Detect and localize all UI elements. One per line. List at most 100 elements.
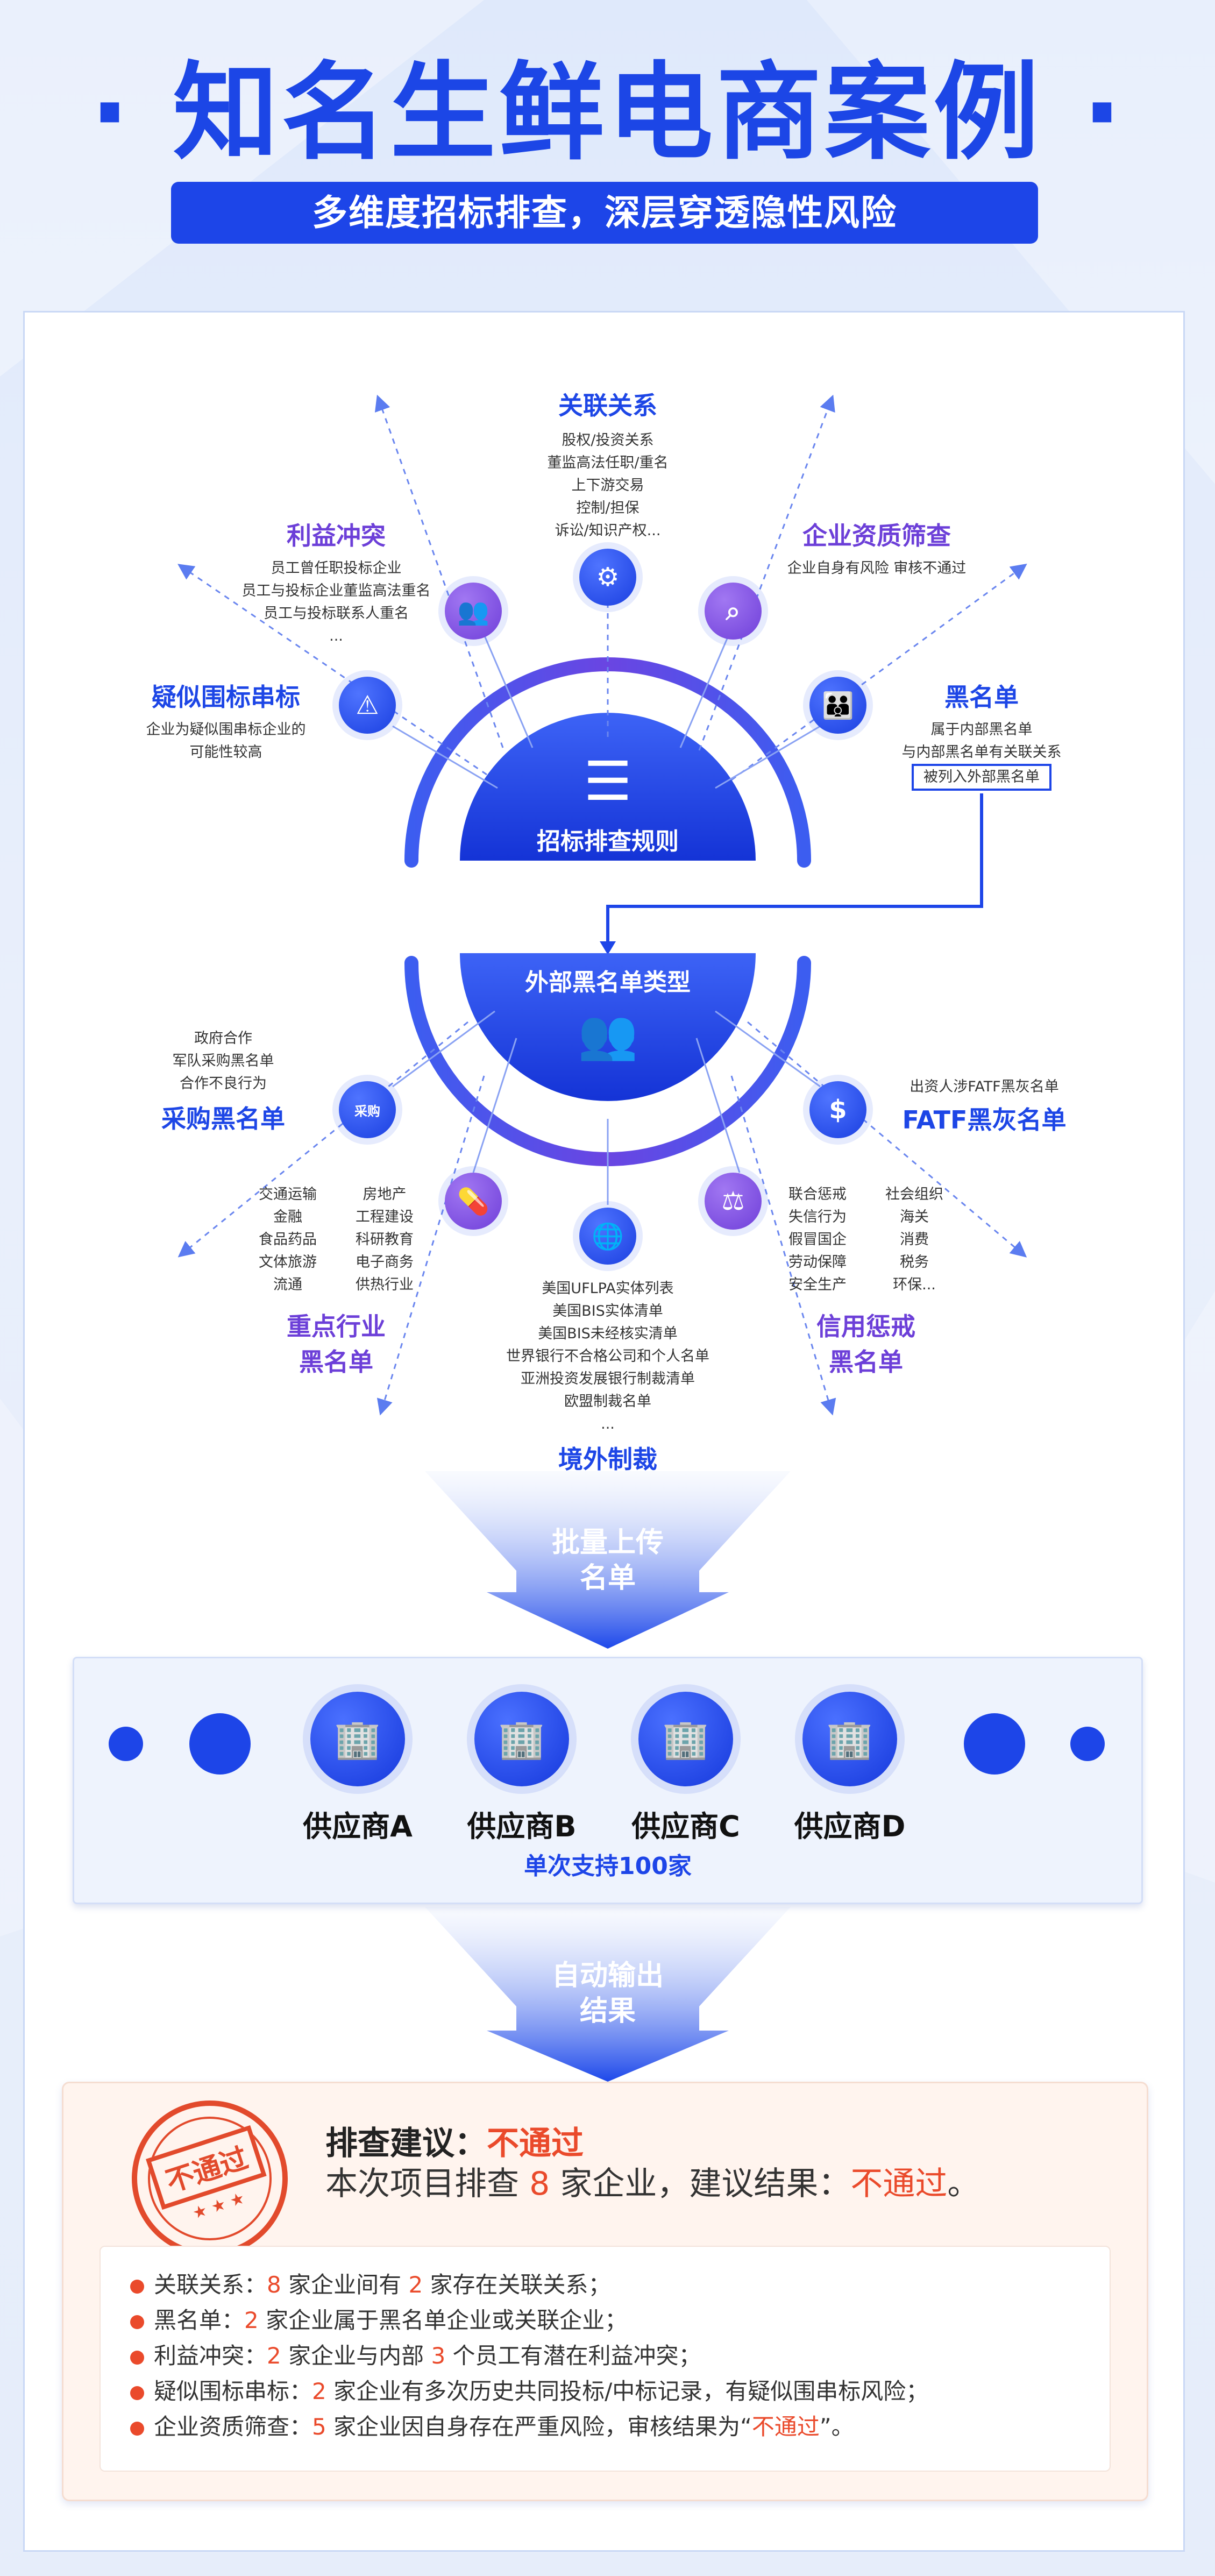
summary-count: 8 (529, 2165, 550, 2203)
ext-xinyong: 联合惩戒 失信行为 假冒国企 劳动保障 安全生产 社会组织 海关 消费 税务 环… (775, 1183, 957, 1378)
building-icon: 🏢 (474, 1692, 569, 1786)
ext-zhongdian-item: 金融 (273, 1209, 302, 1225)
bullet-dot-icon (130, 2421, 144, 2436)
bullet-text: 家企业属于黑名单企业或关联企业； (258, 2307, 628, 2333)
rules-center-label: 招标排查规则 (537, 828, 679, 855)
supplier-label: 供应商D (794, 1809, 906, 1843)
bullet-number: 2 (244, 2307, 259, 2333)
bullet-number: 不通过 (751, 2414, 820, 2440)
network-icon: ⚙ (579, 549, 636, 606)
supplier-label: 供应商A (303, 1809, 413, 1843)
result-bullet: 利益冲突：2 家企业与内部 3 个员工有潜在利益冲突； (130, 2338, 1080, 2374)
money-icon: $ (809, 1081, 866, 1138)
rule-heimingdan-line: 属于内部黑名单 (930, 721, 1033, 738)
external-center-label: 外部黑名单类型 (525, 969, 691, 996)
summary-text: 本次项目排查 (325, 2165, 530, 2203)
result-bullet: 黑名单：2 家企业属于黑名单企业或关联企业； (130, 2303, 1080, 2338)
ext-xinyong-item: 安全生产 (788, 1276, 847, 1293)
summary-text: 。 (947, 2165, 980, 2203)
result-title: 排查建议：不通过 (325, 2122, 1132, 2165)
warning-icon: ⚠ (339, 677, 396, 734)
supplier-label: 供应商C (631, 1809, 740, 1843)
bullet-text: 家存在关联关系； (423, 2272, 611, 2298)
gavel-icon: ⚖ (705, 1173, 762, 1230)
rule-zizhi-title: 企业资质筛查 (802, 521, 951, 550)
rule-guanlian-line: 上下游交易 (571, 477, 644, 494)
rule-yisi-title: 疑似围标串标 (152, 683, 300, 712)
ext-zhongdian-item: 食品药品 (259, 1231, 317, 1248)
bullet-dot-icon (130, 2279, 144, 2294)
page-title: · 知名生鲜电商案例 · (89, 52, 1126, 174)
ext-zhongdian-item: 交通运输 (259, 1186, 317, 1203)
rule-guanlian-line: 诉讼/知识产权... (555, 522, 661, 539)
rule-heimingdan-line: 与内部黑名单有关联关系 (901, 744, 1062, 761)
bullet-dot-icon (130, 2315, 144, 2329)
pill-icon: 💊 (445, 1173, 502, 1230)
ext-xinyong-item: 海关 (900, 1209, 929, 1225)
supplier-note: 单次支持100家 (473, 1850, 742, 1883)
upload-arrow-label: 批量上传 名单 (500, 1525, 715, 1596)
ext-fatf-line: 出资人涉FATF黑灰名单 (910, 1078, 1059, 1095)
bullet-text: 家企业间有 (281, 2272, 409, 2298)
result-title-value: 不通过 (487, 2125, 584, 2162)
ext-jingwai-title: 境外制裁 (558, 1445, 657, 1474)
ext-xinyong-item: 环保... (893, 1276, 936, 1293)
ext-zhongdian-item: 工程建设 (356, 1209, 414, 1225)
output-arrow-label: 自动输出 结果 (500, 1958, 715, 2029)
ext-jingwai-line: 世界银行不合格公司和个人名单 (506, 1348, 709, 1365)
bullet-text: ”。 (819, 2414, 854, 2440)
ext-zhongdian-item: 文体旅游 (259, 1254, 317, 1271)
ext-zhongdian-item: 电子商务 (356, 1254, 414, 1271)
ext-jingwai-line: 美国BIS实体清单 (552, 1303, 663, 1319)
result-bullet: 疑似围标串标：2 家企业有多次历史共同投标/中标记录，有疑似围串标风险； (130, 2374, 1080, 2409)
rule-guanlian-line: 股权/投资关系 (562, 432, 654, 449)
ext-jingwai-line: 欧盟制裁名单 (564, 1393, 651, 1410)
result-summary: 本次项目排查 8 家企业，建议结果：不通过。 (325, 2162, 1132, 2205)
ext-caigou-line: 合作不良行为 (180, 1075, 267, 1092)
bullet-text: 家企业因自身存在严重风险，审核结果为“ (326, 2414, 752, 2440)
bullet-text: 个员工有潜在利益冲突； (445, 2343, 701, 2369)
globe-icon: 🌐 (579, 1208, 636, 1265)
output-label-line: 自动输出 (551, 1960, 664, 1992)
rule-guanlian-title: 关联关系 (558, 391, 657, 420)
bullet-number: 2 (408, 2272, 423, 2298)
bullet-text: 利益冲突： (154, 2343, 267, 2369)
rule-heimingdan: 黑名单 属于内部黑名单 与内部黑名单有关联关系 被列入外部黑名单 (882, 678, 1081, 791)
upload-label-line: 名单 (579, 1562, 636, 1594)
bullet-text: 疑似围标串标： (154, 2378, 312, 2404)
ext-zhongdian-title: 重点行业 (287, 1312, 386, 1341)
supplier-item: 🏢 供应商D (785, 1692, 914, 1845)
summary-text: 家企业，建议结果： (550, 2165, 851, 2203)
rule-liyi: 利益冲突 员工曾任职投标企业 员工与投标企业董监高法重名 员工与投标联系人重名 … (215, 516, 457, 648)
ext-xinyong-item: 消费 (900, 1231, 929, 1248)
result-bullet: 企业资质筛查：5 家企业因自身存在严重风险，审核结果为“不通过”。 (130, 2409, 1080, 2445)
bullet-number: 2 (267, 2343, 281, 2369)
people-group-icon: 👥 (577, 1006, 638, 1063)
ext-xinyong-item: 联合惩戒 (788, 1186, 847, 1203)
rule-liyi-title: 利益冲突 (287, 521, 386, 550)
ext-fatf-title: FATF黑灰名单 (902, 1105, 1067, 1134)
checklist-icon: ☰ (584, 750, 632, 813)
result-bullet-box: 关联关系：8 家企业间有 2 家存在关联关系； 黑名单：2 家企业属于黑名单企业… (100, 2246, 1111, 2472)
ext-zhongdian-item: 科研教育 (356, 1231, 414, 1248)
magnifier-icon: ⌕ (705, 583, 762, 640)
reject-stamp-text: 不通过 (146, 2125, 267, 2210)
rules-center: ☰ 招标排查规则 (460, 752, 756, 856)
dot-decoration (189, 1713, 251, 1775)
ext-xinyong-item: 失信行为 (788, 1209, 847, 1225)
ext-zhongdian-item: 供热行业 (356, 1276, 414, 1293)
result-title-prefix: 排查建议： (325, 2125, 487, 2162)
page-subtitle: 多维度招标排查，深层穿透隐性风险 (171, 182, 1038, 244)
bullet-number: 5 (312, 2414, 326, 2440)
rule-liyi-line: ... (329, 628, 343, 644)
result-bullet: 关联关系：8 家企业间有 2 家存在关联关系； (130, 2267, 1080, 2303)
rule-heimingdan-title: 黑名单 (944, 683, 1019, 712)
rule-yisi-line: 可能性较高 (189, 744, 262, 761)
ext-xinyong-title2: 黑名单 (829, 1347, 903, 1376)
ext-fatf: 出资人涉FATF黑灰名单 FATF黑灰名单 (871, 1076, 1097, 1136)
dot-decoration (964, 1713, 1025, 1775)
people-icon: 👥 (445, 583, 502, 640)
bullet-number: 2 (312, 2378, 326, 2404)
rule-guanlian-line: 控制/担保 (576, 500, 640, 516)
